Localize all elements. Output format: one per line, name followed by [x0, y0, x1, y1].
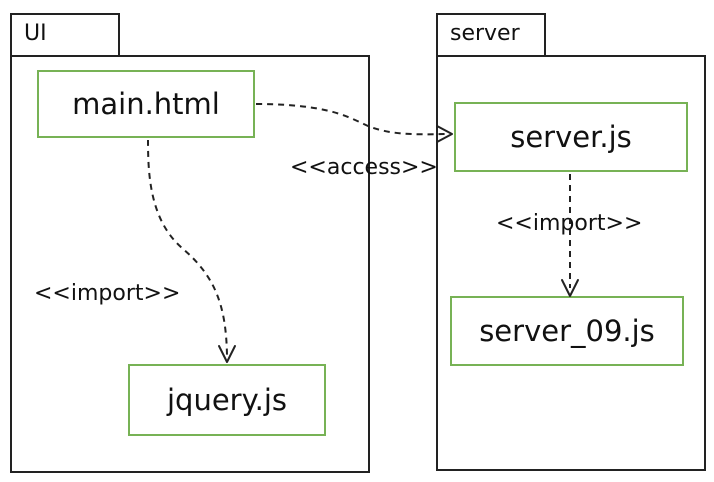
- import-edge-label-ui: <<import>>: [34, 281, 181, 306]
- ui-package-tab: UI: [10, 13, 120, 57]
- main-html-node[interactable]: main.html: [37, 70, 255, 138]
- jquery-js-label: jquery.js: [166, 382, 288, 417]
- server-js-node[interactable]: server.js: [454, 102, 688, 172]
- access-edge-arrowhead: [436, 125, 453, 143]
- jquery-js-node[interactable]: jquery.js: [128, 364, 326, 436]
- ui-import-edge-arrowhead: [218, 345, 236, 363]
- server-js-label: server.js: [510, 119, 632, 154]
- server-import-edge-arrowhead: [561, 279, 579, 297]
- ui-package-name: UI: [24, 21, 47, 46]
- server-package-name: server: [450, 21, 520, 46]
- ui-import-edge: [147, 139, 228, 356]
- server-09-js-label: server_09.js: [479, 313, 655, 348]
- main-html-label: main.html: [72, 86, 220, 121]
- access-edge: [255, 103, 447, 136]
- access-edge-label: <<access>>: [290, 155, 438, 180]
- server-09-js-node[interactable]: server_09.js: [450, 296, 684, 366]
- server-package-tab: server: [436, 13, 546, 57]
